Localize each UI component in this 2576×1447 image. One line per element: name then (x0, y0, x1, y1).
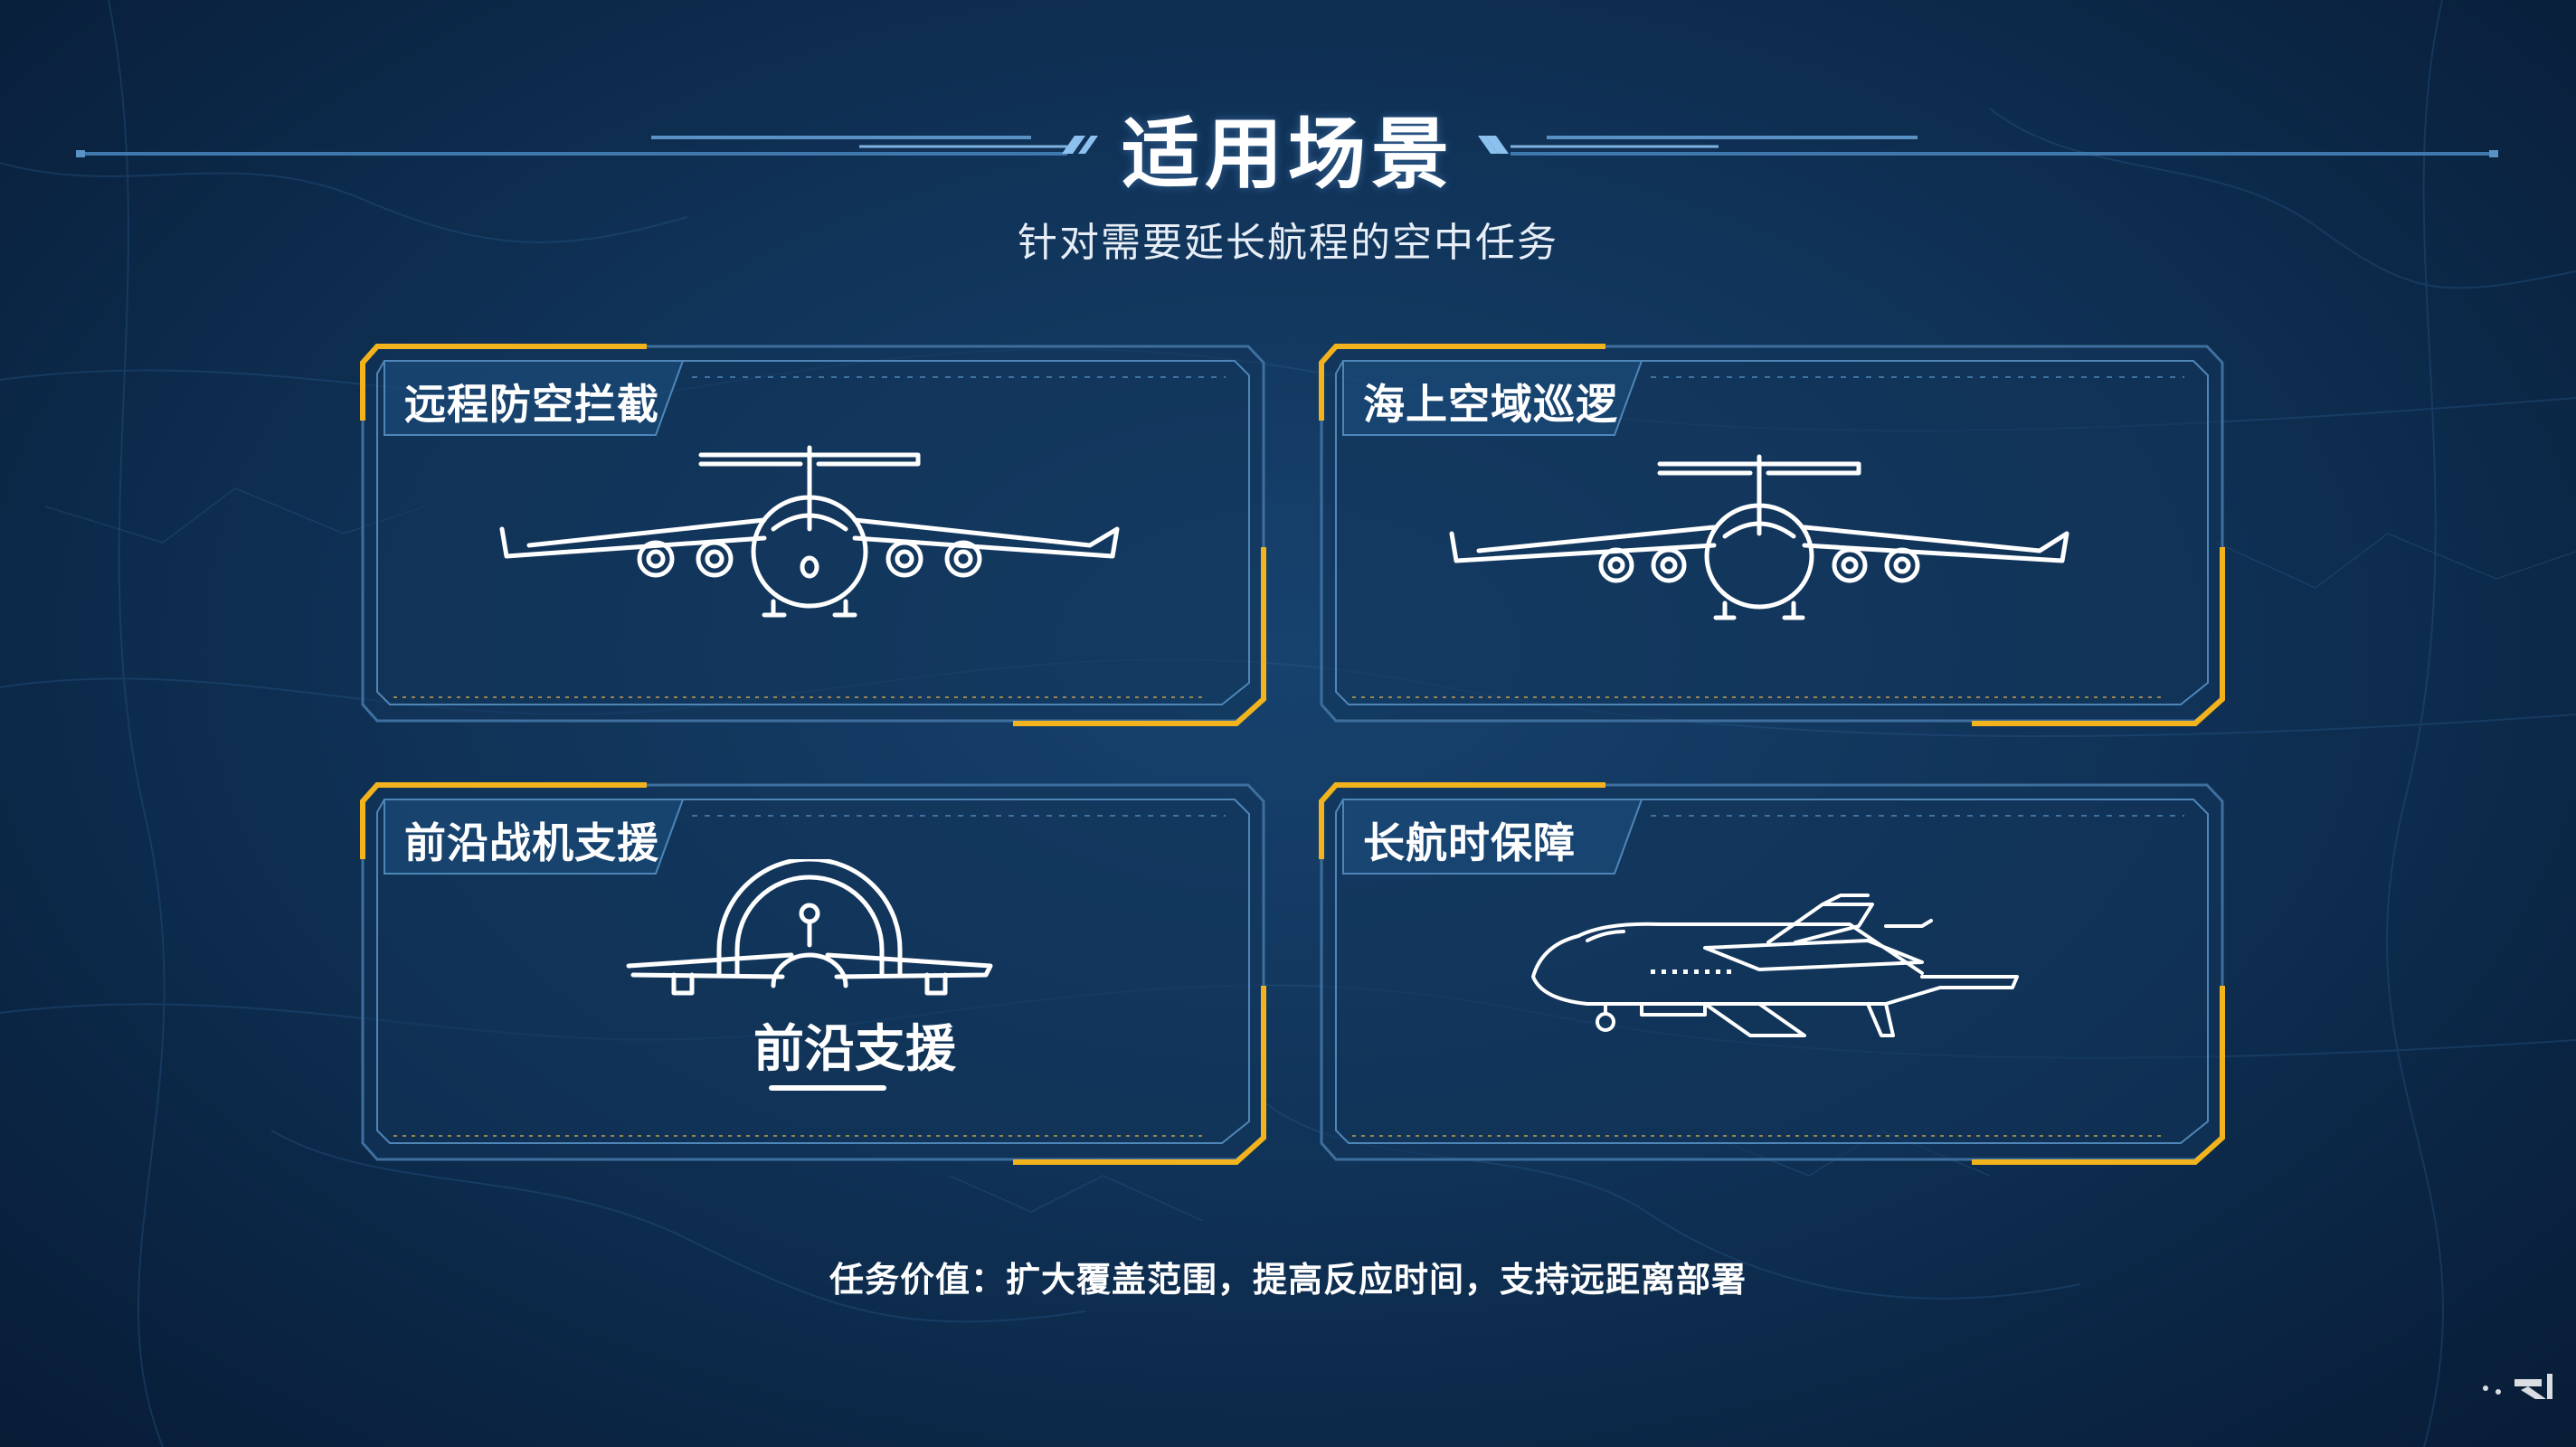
transport-aircraft-front-icon (1449, 454, 2069, 620)
card-label: 长航时保障 (1363, 818, 1576, 867)
card-frame (360, 344, 1266, 726)
card-label: 前沿战机支援 (404, 818, 659, 867)
sub-label-underline (769, 1085, 886, 1091)
header-decorative-rule (76, 136, 2498, 157)
page-subtitle: 针对需要延长航程的空中任务 (1018, 220, 1558, 266)
scenario-card-forward-fighter-support: 前沿战机支援 前沿支援 (357, 778, 1271, 1167)
card-frame (1319, 344, 2225, 726)
mission-value-footer: 任务价值：扩大覆盖范围，提高反应时间，支持远距离部署 (829, 1260, 1747, 1300)
aircraft-with-radar-dome-icon (626, 859, 993, 996)
card-label: 远程防空拦截 (404, 380, 659, 429)
card-sub-label: 前沿支援 (753, 1020, 956, 1079)
scenario-card-maritime-patrol: 海上空域巡逻 (1316, 339, 2230, 728)
scenario-card-long-endurance-support: 长航时保障 (1316, 778, 2230, 1167)
watermark-logo-icon (2483, 1374, 2552, 1399)
card-frame (1319, 782, 2225, 1165)
page-title: 适用场景 (1122, 109, 1454, 200)
scenario-card-long-range-air-defense: 远程防空拦截 (357, 339, 1271, 728)
card-label: 海上空域巡逻 (1363, 380, 1618, 429)
aircraft-side-refueling-icon (1531, 894, 2019, 1037)
card-frame (360, 782, 1266, 1165)
transport-aircraft-front-icon (499, 445, 1120, 618)
